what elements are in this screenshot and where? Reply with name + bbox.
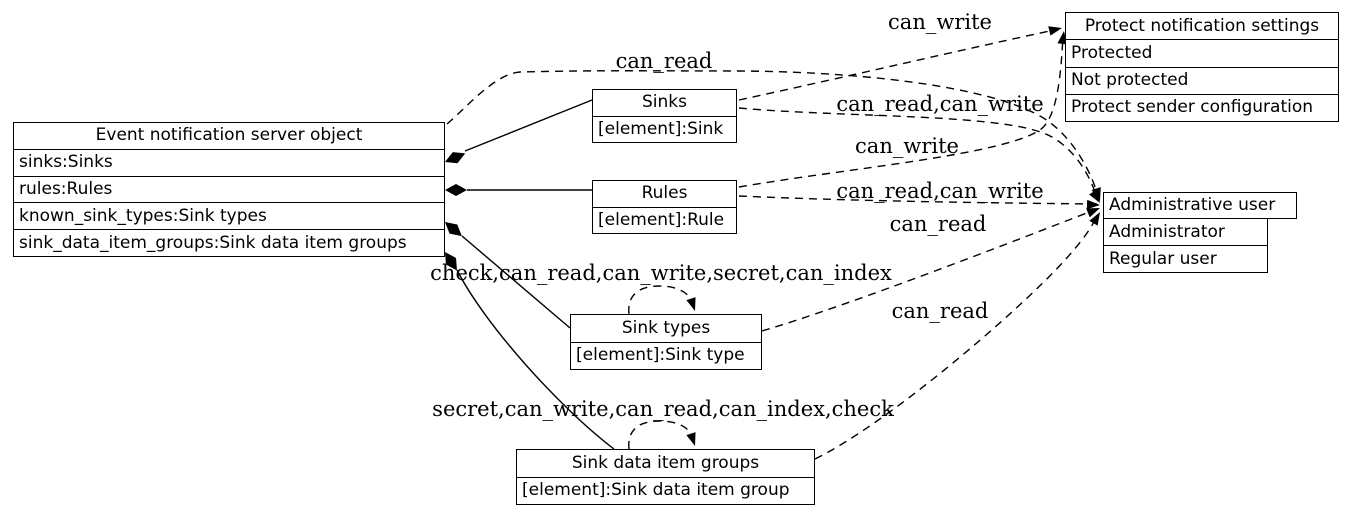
composition-diamond-sink-types [445, 222, 462, 237]
node-sinks: Sinks [element]:Sink [592, 89, 737, 143]
edge-sinks-admin-can-read-can-write [738, 107, 1099, 202]
edge-label-sink-types-admin: can_read [889, 212, 987, 236]
arrowhead-sinks-admin [1089, 189, 1100, 203]
node-sink-data-item-groups-row-element: [element]:Sink data item group [517, 476, 814, 505]
edge-label-rules-protect: can_write [855, 134, 959, 158]
node-protect-row-protected: Protected [1066, 39, 1338, 66]
node-administrative-user-body: Administrator Regular user [1103, 218, 1268, 273]
edge-sink-data-item-groups-admin-can-read [814, 214, 1098, 460]
edge-server-sink-types [461, 235, 571, 329]
arrowhead-sink-types-admin [1086, 208, 1100, 218]
node-sink-types: Sink types [element]:Sink type [570, 314, 762, 370]
node-sinks-row-element: [element]:Sink [593, 115, 736, 143]
node-sink-data-item-groups-title: Sink data item groups [571, 452, 760, 473]
edge-server-admin-can-read [446, 70, 1100, 200]
composition-diamond-sink-data-item-groups [445, 252, 457, 271]
node-protect-title: Protect notification settings [1084, 15, 1320, 36]
edge-rules-protect-can-write [738, 35, 1064, 188]
node-admin-title: Administrative user [1109, 195, 1276, 215]
arrowhead-rules-admin [1086, 199, 1100, 210]
node-server-row-sinks: sinks:Sinks [14, 148, 444, 176]
node-server-row-known-sink-types: known_sink_types:Sink types [14, 202, 444, 229]
edge-label-rules-admin: can_read,can_write [836, 179, 1044, 203]
edge-server-sinks [464, 99, 593, 152]
node-sink-types-title: Sink types [621, 317, 711, 338]
node-protect-notification-settings: Protect notification settings Protected … [1065, 12, 1339, 122]
node-rules-row-element: [element]:Rule [593, 206, 736, 234]
node-protect-row-protect-sender-configuration: Protect sender configuration [1066, 93, 1338, 121]
node-rules-title: Rules [641, 183, 688, 204]
edge-label-sink-types-loop: check,can_read,can_write,secret,can_inde… [430, 261, 892, 285]
node-server: Event notification server object sinks:S… [13, 122, 445, 257]
node-server-row-sink-data-item-groups: sink_data_item_groups:Sink data item gro… [14, 229, 444, 256]
node-admin-row-regular-user: Regular user [1104, 245, 1267, 272]
node-protect-row-not-protected: Not protected [1066, 66, 1338, 94]
arrowhead-rules-protect [1057, 31, 1067, 45]
edge-sink-types-self-loop [628, 285, 695, 315]
node-sink-types-row-element: [element]:Sink type [571, 341, 761, 370]
composition-diamond-rules [445, 184, 467, 196]
arrowhead-sinks-protect [1048, 26, 1062, 36]
edge-sinks-protect-can-write [738, 28, 1060, 101]
edge-label-server-admin: can_read [615, 49, 713, 73]
arrowhead-sink-data-item-groups-admin [1089, 212, 1100, 226]
edge-label-sink-data-item-groups-admin: can_read [891, 299, 989, 323]
node-admin-row-administrator: Administrator [1109, 221, 1225, 242]
arrowhead-sink-data-item-groups-loop [686, 432, 696, 446]
composition-diamond-sinks [445, 152, 466, 164]
node-sink-data-item-groups: Sink data item groups [element]:Sink dat… [516, 449, 815, 505]
node-sinks-title: Sinks [642, 92, 687, 113]
edge-label-sinks-admin: can_read,can_write [836, 92, 1044, 116]
edge-rules-admin-can-read-can-write [738, 195, 1098, 205]
edge-server-sink-data-item-groups [456, 269, 615, 450]
node-rules: Rules [element]:Rule [592, 180, 737, 234]
edge-sink-data-item-groups-self-loop [628, 420, 695, 450]
node-server-title: Event notification server object [95, 125, 363, 146]
edge-label-sinks-protect: can_write [888, 10, 992, 34]
arrowhead-sink-types-loop [686, 297, 696, 311]
edge-label-sink-data-item-groups-loop: secret,can_write,can_read,can_index,chec… [432, 397, 894, 421]
node-server-row-rules: rules:Rules [14, 175, 444, 203]
node-administrative-user-header: Administrative user [1103, 192, 1297, 219]
